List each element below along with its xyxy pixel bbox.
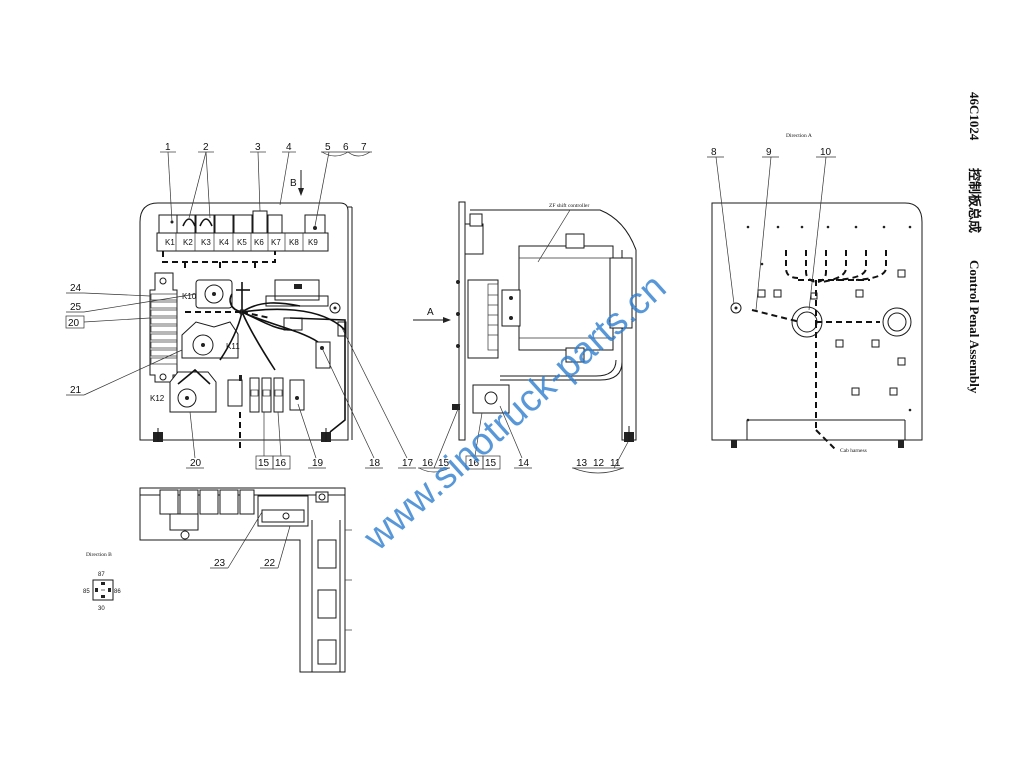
callout-label: 15 (258, 458, 270, 469)
direction-a-label: Direction A (786, 133, 812, 139)
zf-controller-label: ZF shift controller (549, 202, 589, 209)
side-callouts: 16 15 16 15 14 13 12 11 (418, 403, 629, 474)
callout-label: 20 (190, 458, 202, 469)
side-view: ZF shift controller A (413, 201, 637, 442)
front-view: K1 K2 K3 K4 K5 K6 K7 K8 K9 (139, 170, 353, 450)
callout-label: 8 (711, 147, 717, 158)
callout-label: 18 (369, 458, 381, 469)
callout-label: 23 (214, 558, 226, 569)
relay-label: K12 (150, 394, 165, 403)
callout-label: 6 (343, 142, 349, 153)
callout-label: 16 (468, 458, 480, 469)
callout-label: 16 (422, 458, 434, 469)
callout-label: 7 (361, 142, 367, 153)
callout-label: 1 (165, 142, 171, 153)
callout-label: 10 (820, 147, 832, 158)
relay-label: K3 (201, 238, 211, 247)
direction-b-label: Direction B (86, 552, 112, 558)
rear-callouts: 8 9 10 (707, 147, 836, 311)
relay-pin-label: 30 (98, 606, 105, 612)
drawing-title-block: 46C1024 控制板总成 Control Penal Assembly (967, 92, 982, 394)
relay-label: K10 (182, 292, 197, 301)
relay-label: K11 (226, 342, 240, 351)
callout-label: 20 (68, 318, 80, 329)
callout-label: 15 (438, 458, 450, 469)
callout-label: 19 (312, 458, 324, 469)
callout-label: 16 (275, 458, 287, 469)
relay-pin-label: 87 (98, 572, 105, 578)
relay-label: K2 (183, 238, 193, 247)
drawing-title-chinese: 控制板总成 (967, 168, 982, 233)
callout-label: 14 (518, 458, 530, 469)
view-arrow-a-label: A (427, 307, 434, 318)
callout-label: 5 (325, 142, 331, 153)
callout-label: 9 (766, 147, 772, 158)
callout-label: 11 (610, 458, 621, 469)
relay-label: K9 (308, 238, 318, 247)
relay-label: K7 (271, 238, 281, 247)
callout-label: 24 (70, 283, 82, 294)
callout-label: 3 (255, 142, 261, 153)
callout-label: 12 (593, 458, 605, 469)
relay-pin-label: 86 (114, 589, 121, 595)
callout-label: 15 (485, 458, 497, 469)
rear-view: Direction A Cab harness (711, 133, 923, 454)
callout-label: 13 (576, 458, 588, 469)
callout-label: 2 (203, 142, 209, 153)
view-arrow-b-label: B (290, 178, 297, 189)
direction-b-pin-diagram: Direction B 87 85 86 30 (83, 552, 121, 612)
relay-label: K6 (254, 238, 264, 247)
cab-harness-label: Cab harness (840, 448, 867, 454)
callout-label: 21 (70, 385, 82, 396)
callout-label: 17 (402, 458, 414, 469)
wiring (185, 282, 346, 433)
front-callouts: 1 2 3 4 5 6 7 24 25 20 21 20 15 (65, 142, 416, 470)
fuse-block (149, 272, 178, 383)
relay-pin-label: 85 (83, 589, 90, 595)
relay-row: K1 K2 K3 K4 K5 K6 K7 K8 K9 (156, 210, 329, 270)
callout-label: 22 (264, 558, 276, 569)
relay-label: K1 (165, 238, 175, 247)
callout-label: 25 (70, 302, 82, 313)
relay-label: K4 (219, 238, 229, 247)
relay-k12: K12 (150, 368, 217, 413)
relay-label: K5 (237, 238, 247, 247)
drawing-title-english: Control Penal Assembly (967, 260, 982, 394)
relay-k11: K11 (181, 321, 240, 359)
bottom-callouts: 23 22 (210, 511, 291, 569)
fuse-holders (227, 375, 305, 450)
bottom-view (139, 487, 352, 673)
callout-label: 4 (286, 142, 292, 153)
drawing-number: 46C1024 (967, 92, 982, 141)
relay-label: K8 (289, 238, 299, 247)
relay-k10: K10 (182, 279, 233, 309)
